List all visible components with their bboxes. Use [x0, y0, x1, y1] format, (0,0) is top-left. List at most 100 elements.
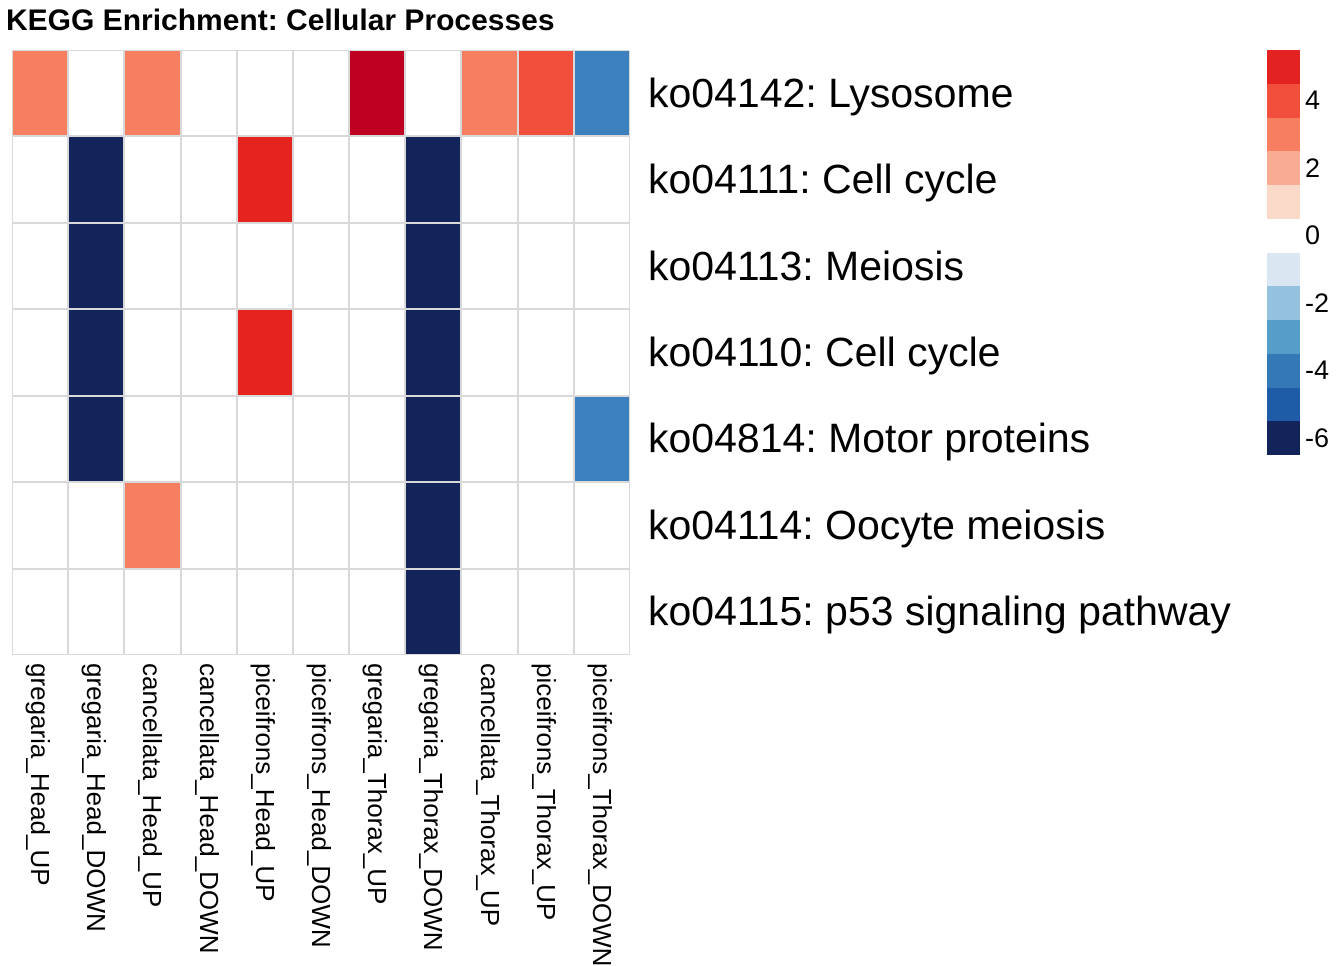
- heatmap-cell: [68, 50, 125, 137]
- heatmap-cell: [461, 482, 518, 569]
- heatmap-cell: [68, 395, 125, 483]
- legend-tick-label: -4: [1305, 355, 1330, 386]
- heatmap-cell: [292, 309, 350, 396]
- heatmap-cell: [573, 568, 630, 655]
- heatmap-cell: [236, 50, 293, 137]
- legend-tick-label: 2: [1305, 152, 1321, 183]
- heatmap-cell: [180, 309, 237, 396]
- column-label: gregaria_Thorax_DOWN: [418, 663, 449, 951]
- row-label: ko04142: Lysosome: [648, 69, 1014, 116]
- heatmap-cell: [124, 222, 181, 310]
- heatmap-cell: [68, 482, 125, 569]
- heatmap-cell: [517, 395, 574, 483]
- heatmap-cell: [573, 395, 630, 483]
- legend-color-swatch: [1267, 320, 1300, 354]
- heatmap-cell: [12, 136, 69, 223]
- column-label: gregaria_Head_DOWN: [81, 663, 112, 932]
- legend-tick-label: -6: [1305, 422, 1330, 453]
- row-label: ko04113: Meiosis: [648, 242, 965, 289]
- heatmap-cell: [573, 309, 630, 396]
- heatmap-cell: [180, 482, 237, 569]
- heatmap-cell: [349, 568, 406, 655]
- legend-color-swatch: [1267, 421, 1300, 455]
- heatmap-cell: [12, 568, 69, 655]
- heatmap-cell: [517, 482, 574, 569]
- heatmap-cell: [236, 568, 293, 655]
- heatmap-cell: [180, 222, 237, 310]
- column-label: piceifrons_Head_DOWN: [306, 663, 336, 948]
- column-label: piceifrons_Thorax_UP: [530, 663, 561, 921]
- legend-tick-label: 0: [1305, 220, 1321, 251]
- heatmap-cell: [236, 309, 293, 396]
- legend-color-swatch: [1267, 151, 1300, 185]
- legend-color-swatch: [1267, 185, 1300, 219]
- heatmap-cell: [461, 395, 518, 483]
- legend-color-swatch: [1267, 117, 1300, 152]
- heatmap-cell: [405, 136, 462, 223]
- heatmap-cell: [124, 395, 181, 483]
- heatmap-cell: [349, 50, 406, 137]
- heatmap-cell: [68, 568, 125, 655]
- heatmap-cell: [124, 136, 181, 223]
- heatmap-cell: [292, 482, 350, 569]
- heatmap-cell: [405, 568, 462, 655]
- chart-title: KEGG Enrichment: Cellular Processes: [6, 4, 555, 37]
- heatmap-cell: [68, 309, 125, 396]
- heatmap-cell: [461, 136, 518, 223]
- heatmap-cell: [405, 395, 462, 483]
- heatmap-cell: [180, 568, 237, 655]
- column-label: cancellata_Head_UP: [137, 663, 168, 908]
- heatmap-cell: [349, 482, 406, 569]
- heatmap-cell: [68, 136, 125, 223]
- heatmap-cell: [405, 222, 462, 310]
- heatmap-cell: [292, 136, 350, 223]
- heatmap-cell: [12, 222, 69, 310]
- heatmap-cell: [405, 309, 462, 396]
- column-label: gregaria_Thorax_UP: [362, 663, 393, 905]
- heatmap-cell: [124, 50, 181, 137]
- heatmap-cell: [12, 309, 69, 396]
- legend-color-swatch: [1267, 50, 1300, 84]
- heatmap-cell: [405, 482, 462, 569]
- legend-color-swatch: [1267, 387, 1300, 422]
- heatmap-cell: [236, 482, 293, 569]
- heatmap-cell: [236, 395, 293, 483]
- heatmap-cell: [461, 568, 518, 655]
- legend-color-swatch: [1267, 252, 1300, 287]
- heatmap-cell: [461, 222, 518, 310]
- heatmap-cell: [292, 395, 350, 483]
- heatmap-cell: [517, 50, 574, 137]
- heatmap-cell: [517, 222, 574, 310]
- legend-color-swatch: [1267, 83, 1300, 118]
- row-label: ko04111: Cell cycle: [648, 156, 998, 203]
- heatmap-cell: [461, 309, 518, 396]
- heatmap-cell: [517, 309, 574, 396]
- heatmap-cell: [12, 50, 69, 137]
- legend-color-swatch: [1267, 353, 1300, 388]
- row-label: ko04115: p53 signaling pathway: [648, 588, 1231, 635]
- heatmap-cell: [517, 568, 574, 655]
- legend-tick-label: -2: [1305, 287, 1330, 318]
- heatmap-cell: [405, 50, 462, 137]
- heatmap-cell: [461, 50, 518, 137]
- legend-tick-label: 4: [1305, 85, 1321, 116]
- heatmap-cell: [12, 482, 69, 569]
- heatmap-cell: [124, 309, 181, 396]
- heatmap-cell: [68, 222, 125, 310]
- row-label: ko04110: Cell cycle: [648, 328, 1001, 375]
- heatmap-cell: [236, 222, 293, 310]
- heatmap-cell: [573, 222, 630, 310]
- heatmap-cell: [124, 568, 181, 655]
- column-label: cancellata_Thorax_UP: [474, 663, 505, 927]
- legend-color-swatch: [1267, 286, 1300, 320]
- heatmap-cell: [573, 50, 630, 137]
- heatmap-cell: [292, 50, 350, 137]
- heatmap-cell: [292, 222, 350, 310]
- column-label: cancellata_Head_DOWN: [193, 663, 224, 954]
- heatmap-cell: [292, 568, 350, 655]
- heatmap-cell: [12, 395, 69, 483]
- row-label: ko04814: Motor proteins: [648, 415, 1091, 462]
- heatmap-cell: [349, 395, 406, 483]
- heatmap-cell: [573, 482, 630, 569]
- heatmap-cell: [180, 50, 237, 137]
